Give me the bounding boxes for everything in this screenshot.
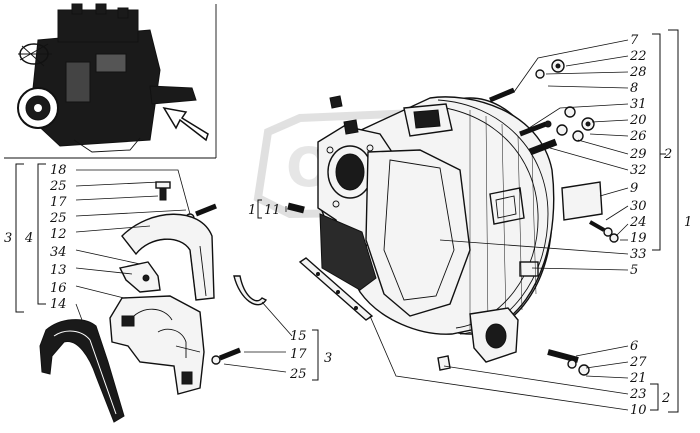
- callout-20: 20: [629, 113, 647, 128]
- group-brackets: [15, 29, 679, 413]
- callout-11: 11: [264, 203, 281, 218]
- callout-9: 9: [630, 181, 638, 196]
- callout-25c: 25: [289, 367, 307, 382]
- engine-inset: [4, 3, 217, 159]
- right-hardware: [535, 59, 619, 376]
- callout-17b: 17: [290, 347, 307, 362]
- flywheel-housing: [317, 96, 555, 363]
- callout-32: 32: [630, 163, 647, 178]
- group-label-left-inner: 4: [24, 231, 33, 246]
- callout-23: 23: [629, 387, 647, 402]
- callout-14: 14: [50, 297, 67, 312]
- callout-15: 15: [290, 329, 307, 344]
- callout-labels: 7 22 28 8 31 20 26 29 32 9 30 24 19 33 5…: [4, 33, 692, 418]
- callout-6: 6: [630, 339, 638, 354]
- callout-13: 13: [50, 263, 67, 278]
- group-label-left-outer: 3: [4, 231, 12, 246]
- group-label-right-outer: 1: [684, 215, 692, 230]
- callout-10: 10: [630, 403, 647, 418]
- left-parts: [39, 181, 374, 423]
- callout-17: 17: [50, 195, 67, 210]
- group-label-right-inner-top: 2: [663, 147, 672, 162]
- leader-lines: [75, 39, 629, 411]
- callout-31: 31: [630, 97, 647, 112]
- callout-7: 7: [630, 33, 639, 48]
- callout-19: 19: [630, 231, 647, 246]
- callout-25: 25: [49, 179, 67, 194]
- callout-12: 12: [50, 227, 67, 242]
- callout-22: 22: [629, 49, 647, 64]
- callout-8: 8: [630, 81, 638, 96]
- callout-34: 34: [50, 245, 67, 260]
- group-label-right-bottom: 2: [661, 391, 670, 406]
- callout-30: 30: [630, 199, 647, 214]
- group-label-bottom: 3: [324, 351, 332, 366]
- callout-5: 5: [630, 263, 638, 278]
- callout-33: 33: [630, 247, 647, 262]
- callout-27: 27: [629, 355, 647, 370]
- callout-26: 26: [629, 129, 647, 144]
- callout-28: 28: [629, 65, 647, 80]
- callout-16: 16: [50, 281, 67, 296]
- callout-21: 21: [629, 371, 647, 386]
- group-label-11: 1: [248, 203, 256, 218]
- callout-18: 18: [50, 163, 67, 178]
- callout-29: 29: [629, 147, 647, 162]
- callout-24: 24: [629, 215, 647, 230]
- callout-25b: 25: [49, 211, 67, 226]
